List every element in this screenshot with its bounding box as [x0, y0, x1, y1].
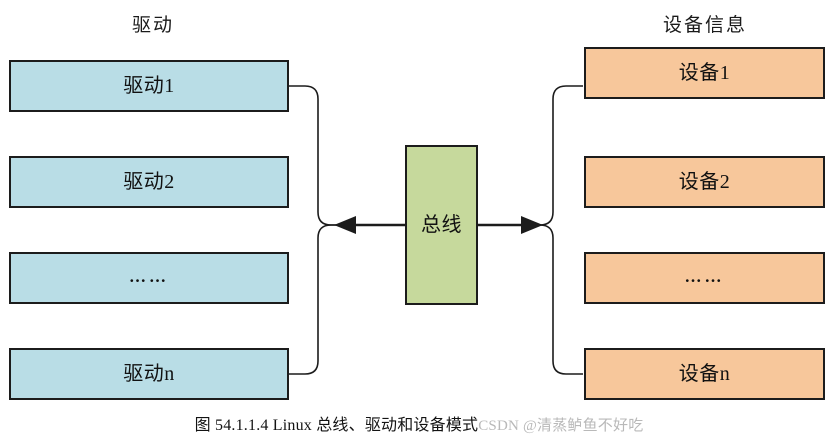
bus-left-arrow-head [334, 216, 356, 234]
driver-box-n[interactable]: 驱动n [9, 348, 289, 400]
bus-box-label: 总线 [421, 214, 462, 236]
driver-box-n-label: 驱动n [123, 363, 175, 385]
device-box-ellipsis[interactable]: …… [584, 252, 825, 304]
driver-box-ellipsis-label: …… [129, 266, 169, 286]
wire-drivern-to-bus [289, 224, 338, 375]
driver-box-2-label: 驱动2 [123, 171, 175, 193]
figure-caption: 图 54.1.1.4 Linux 总线、驱动和设备模式CSDN @清蒸鲈鱼不好吃 [0, 411, 838, 435]
driver-box-1-label: 驱动1 [123, 75, 175, 97]
device-box-n[interactable]: 设备n [584, 348, 825, 400]
wire-bus-to-devicen [533, 224, 583, 375]
driver-box-2[interactable]: 驱动2 [9, 156, 289, 208]
wire-bus-to-device1 [533, 85, 583, 226]
left-column-header: 驱动 [131, 15, 174, 36]
right-column-header: 设备信息 [662, 15, 747, 36]
watermark-text: CSDN @清蒸鲈鱼不好吃 [478, 418, 644, 434]
figure-caption-text: 图 54.1.1.4 Linux 总线、驱动和设备模式 [194, 417, 479, 434]
bus-box[interactable]: 总线 [405, 145, 478, 305]
device-box-n-label: 设备n [678, 363, 731, 385]
driver-box-ellipsis[interactable]: …… [9, 252, 289, 304]
device-box-ellipsis-label: …… [684, 266, 725, 286]
bus-right-arrow-head [521, 216, 543, 234]
device-box-1-label: 设备1 [678, 62, 731, 84]
driver-box-1[interactable]: 驱动1 [9, 60, 289, 112]
device-box-1[interactable]: 设备1 [584, 47, 825, 99]
wire-driver1-to-bus [289, 85, 338, 226]
device-box-2[interactable]: 设备2 [584, 156, 825, 208]
device-box-2-label: 设备2 [678, 171, 731, 193]
